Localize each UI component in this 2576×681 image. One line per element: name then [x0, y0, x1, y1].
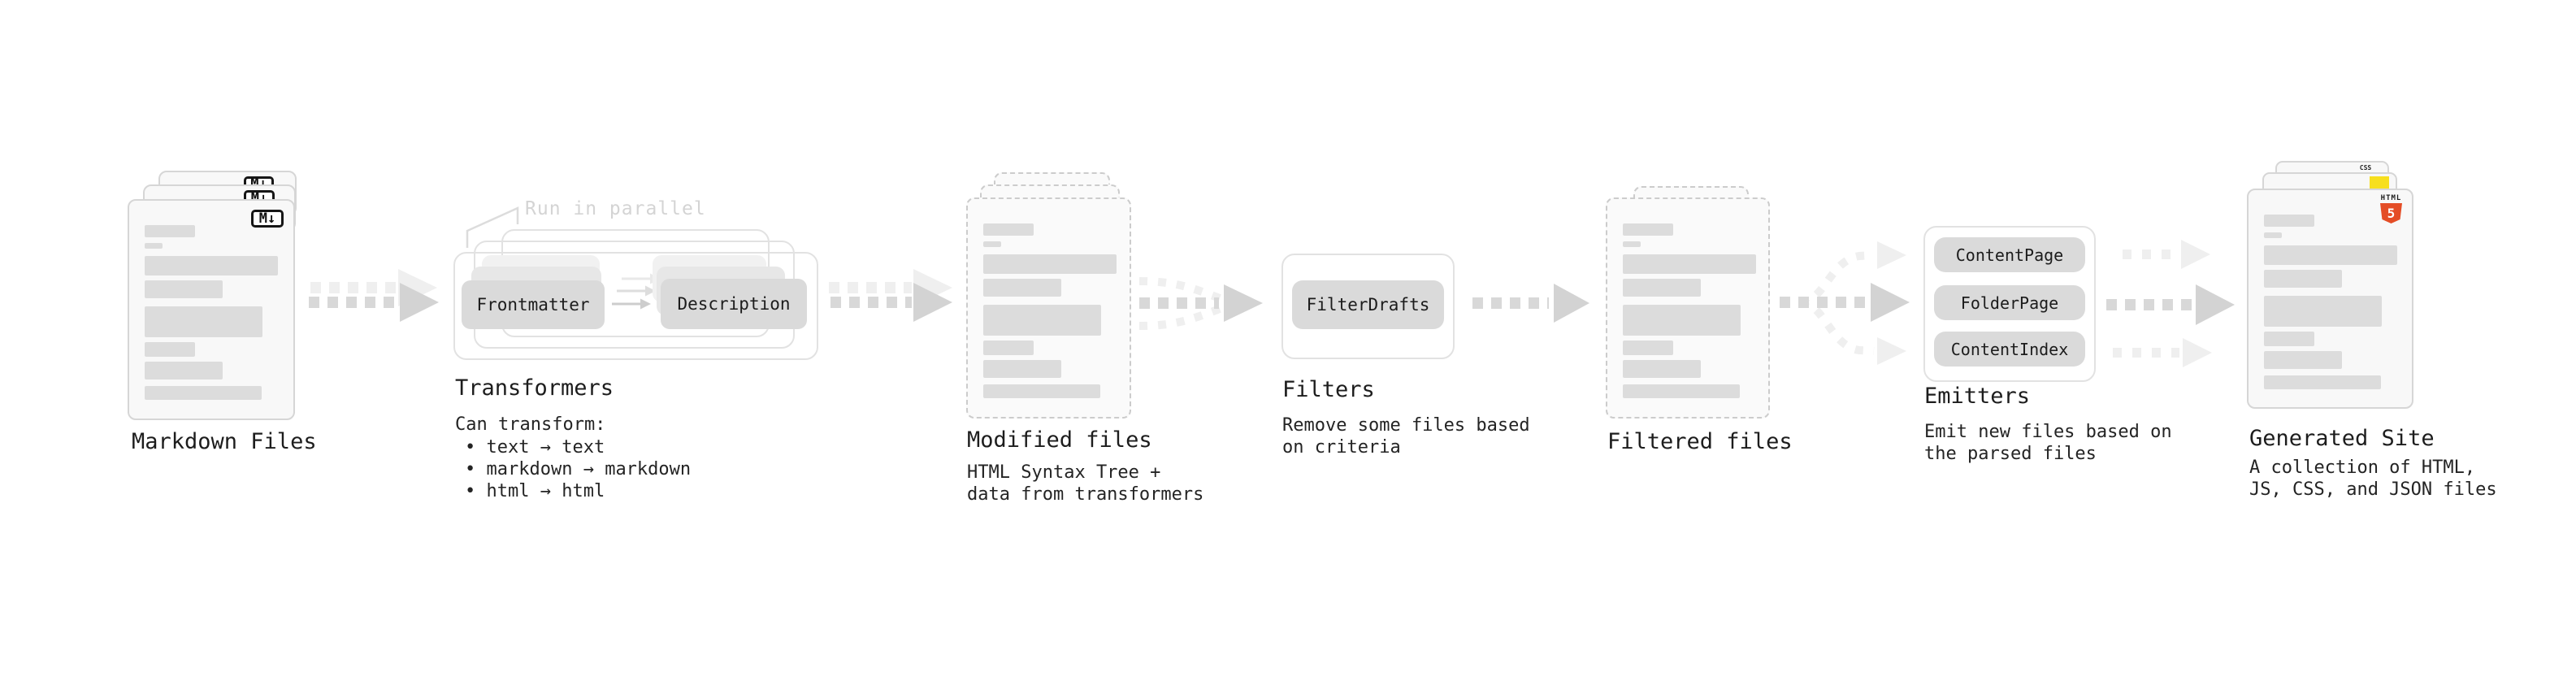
- skeleton-text-bar: [983, 254, 1117, 274]
- modified-doc-front: [966, 197, 1131, 419]
- filterdrafts-node: FilterDrafts: [1292, 280, 1444, 329]
- caption-line: on criteria: [1282, 437, 1401, 458]
- description-node: Description: [661, 279, 807, 329]
- filtered-files-label: Filtered files: [1607, 429, 1793, 454]
- skeleton-text-bar: [983, 305, 1101, 336]
- skeleton-text-bar: [2264, 215, 2314, 227]
- skeleton-text-bar: [1623, 305, 1741, 336]
- markdown-doc-front: M↓: [128, 199, 295, 420]
- arrows-emitters-to-generated: [2106, 240, 2235, 367]
- markdown-icon: M↓: [251, 210, 284, 228]
- skeleton-text-bar: [2264, 296, 2382, 327]
- contentindex-node: ContentIndex: [1934, 332, 2085, 367]
- skeleton-text-bar: [1623, 340, 1673, 355]
- transformers-caption-title: Can transform:: [455, 414, 606, 435]
- filters-caption: Remove some files based on criteria: [1282, 414, 1530, 458]
- transformers-frame-front: [453, 252, 818, 360]
- skeleton-text-bar: [1623, 384, 1740, 398]
- skeleton-text-bar: [145, 243, 163, 249]
- skeleton-text-bar: [1623, 360, 1701, 378]
- transformers-label: Transformers: [455, 375, 614, 401]
- arrow-merge-modified-to-filters: [1138, 277, 1263, 330]
- folderpage-node: FolderPage: [1934, 285, 2085, 320]
- filtered-doc-front: [1606, 197, 1770, 419]
- modified-files-label: Modified files: [967, 427, 1152, 453]
- javascript-icon: [2370, 176, 2389, 190]
- skeleton-text-bar: [983, 340, 1034, 355]
- skeleton-text-bar: [2264, 375, 2381, 389]
- skeleton-text-bar: [145, 342, 195, 357]
- filters-label: Filters: [1282, 377, 1375, 402]
- frontmatter-node: Frontmatter: [462, 280, 605, 329]
- emitters-label: Emitters: [1924, 384, 2031, 409]
- modified-files-caption: HTML Syntax Tree + data from transformer…: [967, 462, 1203, 505]
- skeleton-text-bar: [983, 241, 1001, 247]
- skeleton-text-bar: [145, 306, 262, 337]
- arrow-filters-to-filtered: [1472, 284, 1589, 323]
- arrow-transformers-to-modified: [829, 269, 952, 322]
- html5-icon: HTML 5: [2380, 194, 2402, 223]
- skeleton-text-bar: [2264, 270, 2342, 288]
- skeleton-text-bar: [1623, 223, 1673, 236]
- bullet-item: markdown → markdown: [465, 458, 692, 480]
- skeleton-text-bar: [145, 256, 278, 275]
- skeleton-text-bar: [983, 360, 1061, 378]
- generated-site-label: Generated Site: [2249, 426, 2435, 451]
- caption-line: Emit new files based on: [1924, 422, 2172, 442]
- css-icon-label: CSS: [2359, 164, 2372, 171]
- skeleton-text-bar: [1623, 241, 1641, 247]
- arrow-markdown-to-transformers: [309, 269, 439, 322]
- caption-line: HTML Syntax Tree +: [967, 462, 1161, 483]
- markdown-files-label: Markdown Files: [132, 429, 317, 454]
- skeleton-text-bar: [1623, 254, 1756, 274]
- skeleton-text-bar: [983, 223, 1034, 236]
- caption-line: A collection of HTML,: [2249, 458, 2476, 478]
- bullet-item: html → html: [465, 480, 691, 502]
- skeleton-text-bar: [983, 384, 1100, 398]
- html5-icon-shield: 5: [2380, 203, 2402, 223]
- generated-doc-front: HTML 5: [2247, 189, 2413, 409]
- skeleton-text-bar: [2264, 351, 2342, 369]
- emitters-caption: Emit new files based on the parsed files: [1924, 421, 2172, 465]
- contentpage-node: ContentPage: [1934, 237, 2085, 272]
- caption-line: Remove some files based: [1282, 415, 1530, 436]
- skeleton-text-bar: [145, 362, 223, 380]
- bullet-item: text → text: [465, 436, 691, 458]
- generated-site-caption: A collection of HTML, JS, CSS, and JSON …: [2249, 457, 2497, 501]
- skeleton-text-bar: [2264, 332, 2314, 346]
- skeleton-text-bar: [145, 280, 223, 298]
- skeleton-text-bar: [983, 279, 1061, 297]
- skeleton-text-bar: [2264, 232, 2282, 238]
- skeleton-text-bar: [2264, 245, 2397, 265]
- caption-line: JS, CSS, and JSON files: [2249, 479, 2497, 500]
- caption-line: data from transformers: [967, 484, 1204, 505]
- transformers-bullet-list: text → text markdown → markdown html → h…: [465, 436, 692, 502]
- skeleton-text-bar: [145, 386, 262, 400]
- skeleton-text-bar: [145, 225, 195, 237]
- run-in-parallel-annotation: Run in parallel: [525, 198, 706, 219]
- skeleton-text-bar: [1623, 279, 1701, 297]
- html5-icon-label: HTML: [2380, 194, 2402, 202]
- arrow-fanout-filtered-to-emitters: [1780, 241, 1910, 365]
- caption-line: the parsed files: [1924, 444, 2097, 464]
